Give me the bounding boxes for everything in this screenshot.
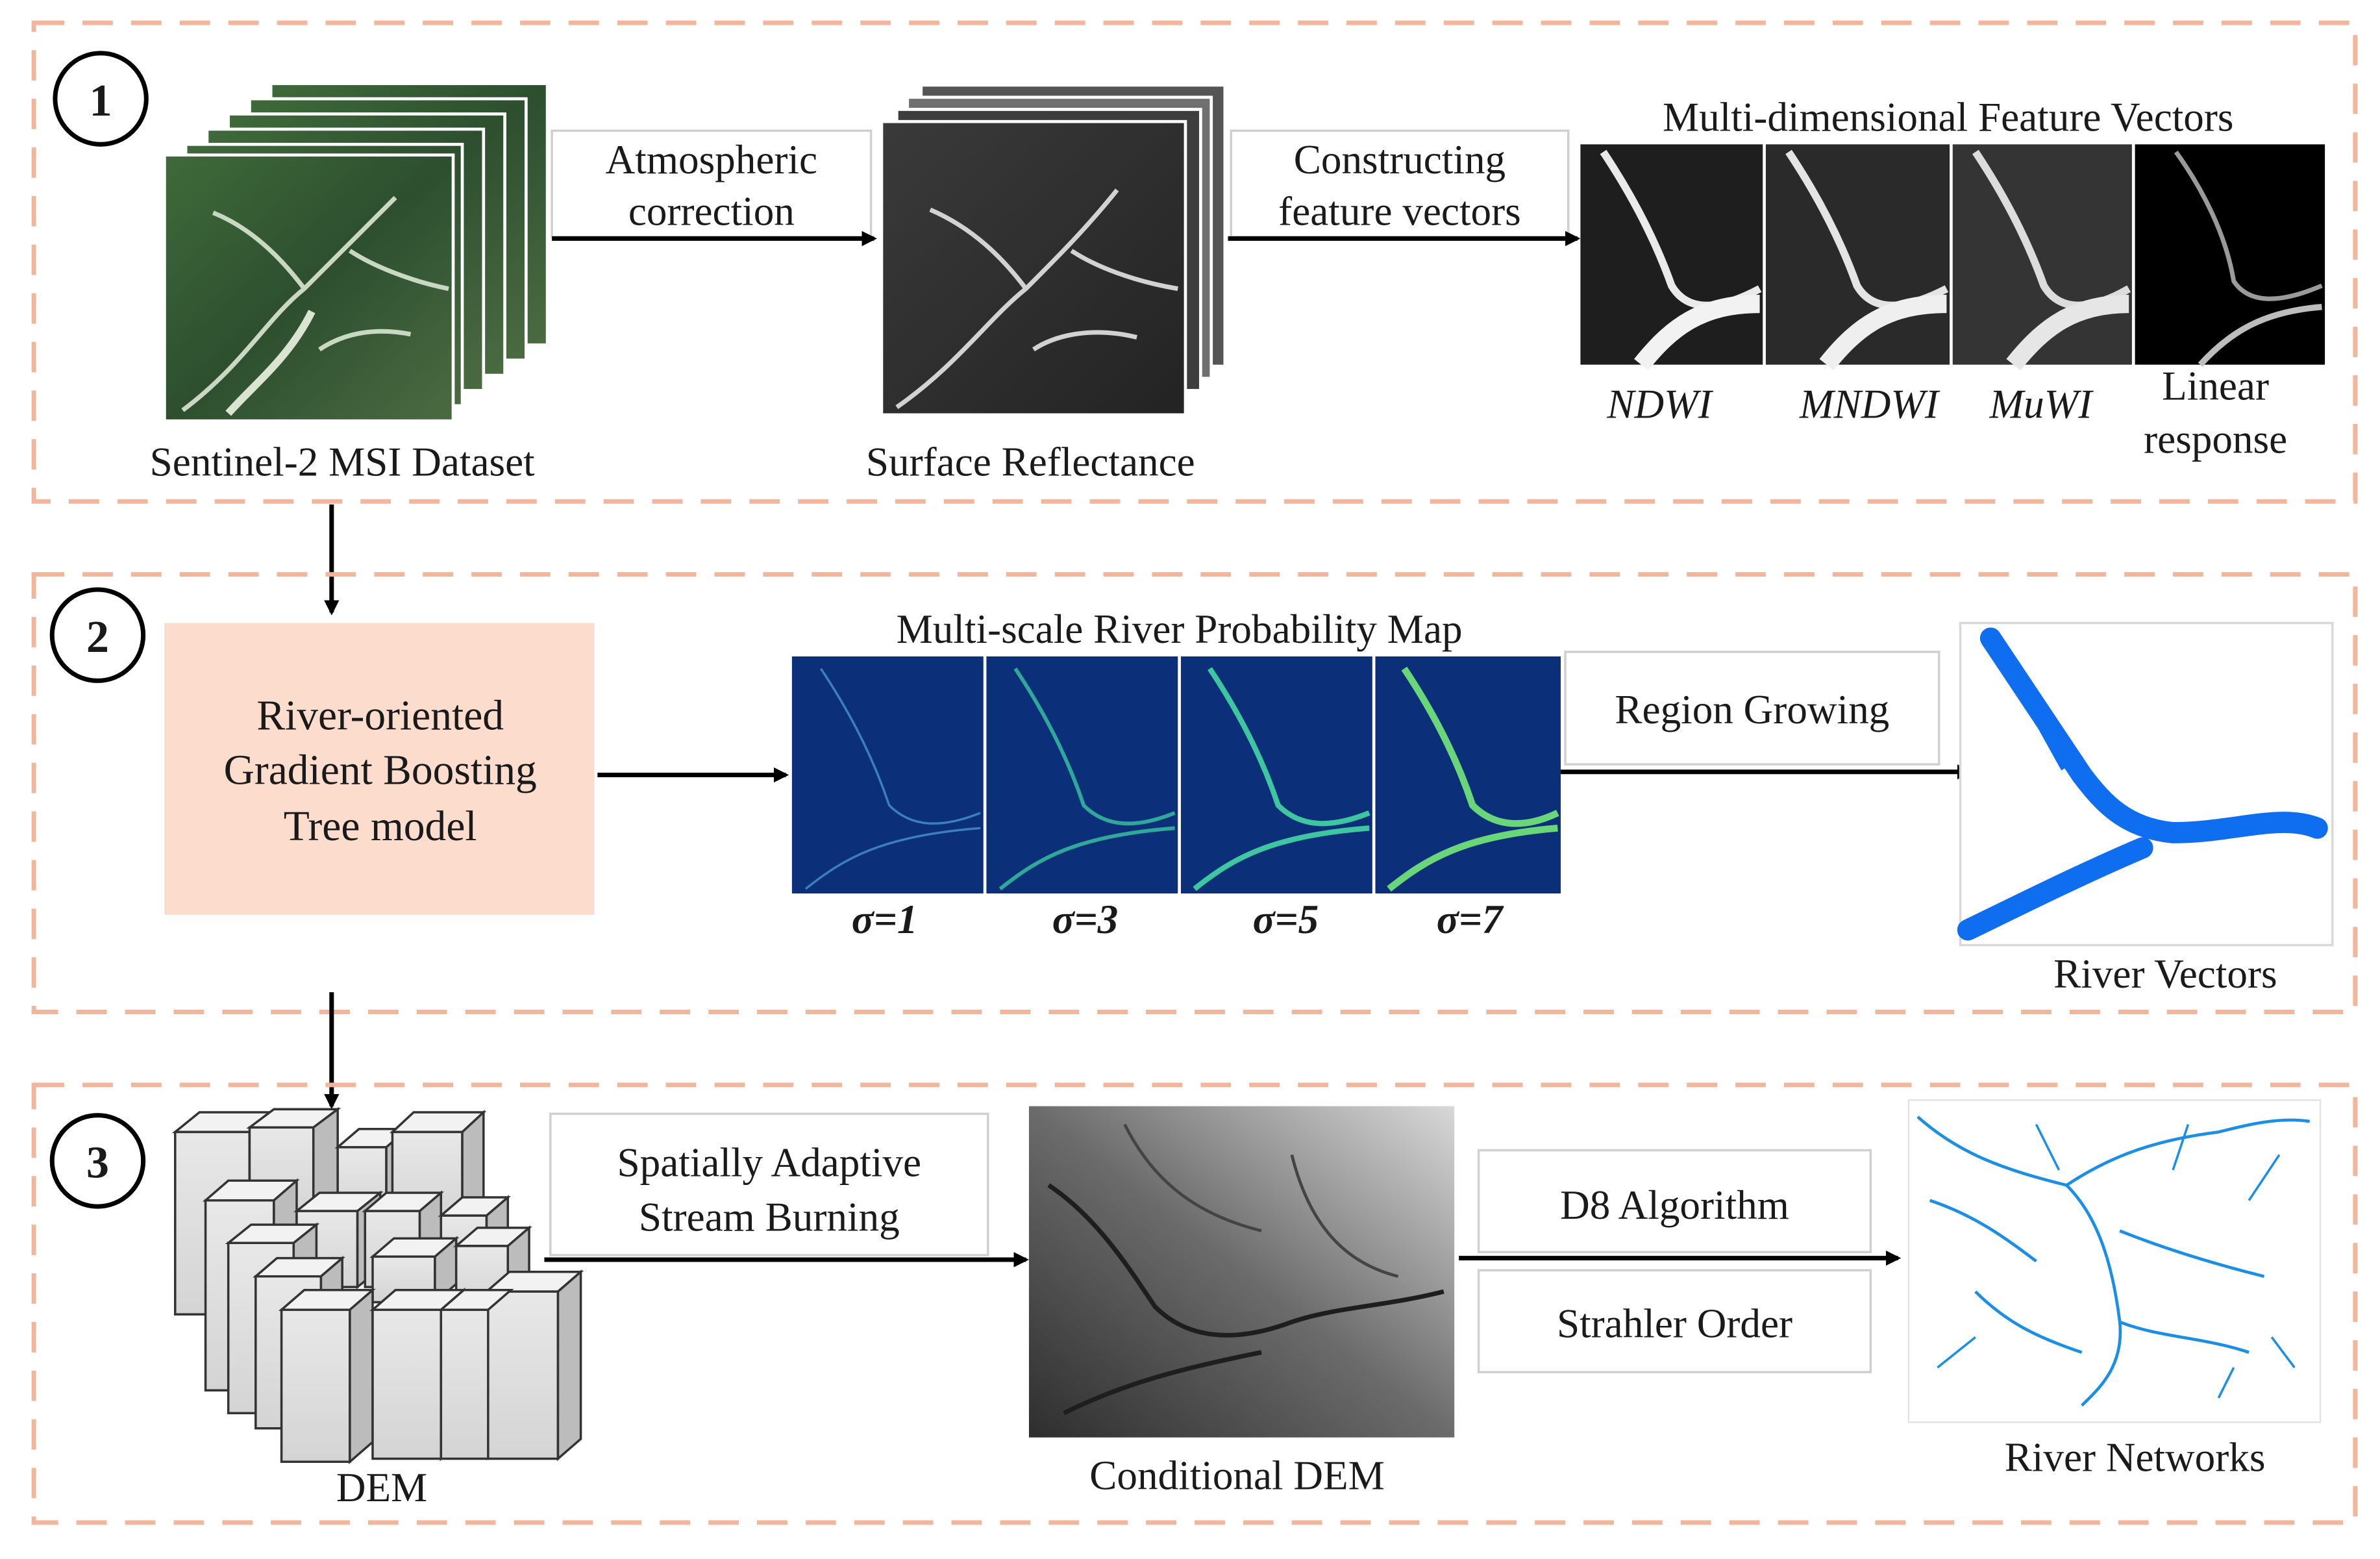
sigma-label-7: σ=7 <box>1437 897 1504 942</box>
river-vectors-image <box>1957 621 2334 947</box>
sentinel-label: Sentinel-2 MSI Dataset <box>150 439 535 484</box>
strahler-label: Strahler Order <box>1557 1301 1792 1346</box>
strahler-box <box>1477 1269 1872 1373</box>
prob-title: Multi-scale River Probability Map <box>897 606 1463 652</box>
river-networks-image <box>1907 1099 2322 1423</box>
surface-front-image <box>880 119 1187 417</box>
sigma-label-3: σ=3 <box>1052 897 1119 942</box>
conditional-dem-image <box>1028 1106 1455 1438</box>
stage-1-number: 1 <box>90 75 112 126</box>
prob-map-sigma3 <box>986 656 1178 894</box>
stage-1-number-circle <box>53 51 149 147</box>
model-line3: Tree model <box>284 803 477 850</box>
stage-3-panel: 3 <box>31 1082 2358 1525</box>
prob-map-sigma1 <box>791 656 984 894</box>
feature-tile-linear <box>2135 144 2325 367</box>
sigma-label-5: σ=5 <box>1253 897 1319 942</box>
region-growing-label: Region Growing <box>1615 687 1889 732</box>
stage-2-number: 2 <box>86 612 109 662</box>
stage-2-number-circle <box>49 587 146 683</box>
feature-label-linear-line2: response <box>2144 416 2287 462</box>
feature-label-ndwi: NDWI <box>1606 382 1713 427</box>
feature-title: Multi-dimensional Feature Vectors <box>1663 94 2234 140</box>
prob-map-sigma7 <box>1375 656 1561 894</box>
prob-map-sigma5 <box>1180 656 1372 894</box>
constructing-line1: Constructing <box>1294 137 1506 182</box>
constructing-line2: feature vectors <box>1278 188 1521 234</box>
river-networks-label: River Networks <box>2005 1434 2266 1480</box>
stage-2-border <box>31 572 2358 1015</box>
dem-label: DEM <box>336 1465 427 1510</box>
burning-line1: Spatially Adaptive <box>617 1140 921 1185</box>
feature-tile-mndwi <box>1765 144 1950 371</box>
stage-2-panel: 2 River-oriented Gradient Boosting Tree … <box>31 572 2358 1015</box>
dem-blocks <box>171 1106 584 1465</box>
feature-tile-muwi <box>1952 144 2132 371</box>
model-box <box>164 623 595 915</box>
atmospheric-line2: correction <box>628 188 795 234</box>
stage-3-number: 3 <box>86 1138 109 1188</box>
feature-label-mndwi: MNDWI <box>1799 382 1940 427</box>
surface-label: Surface Reflectance <box>866 439 1195 484</box>
surface-reflectance-stack <box>880 83 1227 417</box>
model-line1: River-oriented <box>256 692 504 739</box>
d8-label: D8 Algorithm <box>1560 1182 1789 1228</box>
stage-1-panel: 1 Sentinel-2 MSI Dataset Atmospheric cor… <box>31 20 2358 504</box>
stage-3-border <box>31 1082 2358 1525</box>
sentinel-image-stack <box>163 82 549 423</box>
feature-label-muwi: MuWI <box>1989 382 2094 427</box>
atmospheric-line1: Atmospheric <box>606 137 817 182</box>
constructing-box <box>1230 129 1570 238</box>
sentinel-front-image <box>163 153 455 423</box>
stage-1-border <box>31 20 2358 504</box>
stage-3-number-circle <box>49 1113 146 1209</box>
burning-line2: Stream Burning <box>639 1195 900 1240</box>
feature-label-linear-line1: Linear <box>2162 363 2269 408</box>
sigma-label-1: σ=1 <box>852 897 918 942</box>
region-growing-box <box>1564 651 1940 766</box>
atmospheric-box <box>551 129 873 238</box>
conditional-dem-label: Conditional DEM <box>1089 1453 1384 1498</box>
stream-burning-box <box>549 1112 989 1256</box>
d8-box <box>1477 1149 1872 1254</box>
river-vectors-label: River Vectors <box>2053 951 2277 997</box>
feature-tile-ndwi <box>1580 144 1763 371</box>
model-line2: Gradient Boosting <box>224 747 537 794</box>
